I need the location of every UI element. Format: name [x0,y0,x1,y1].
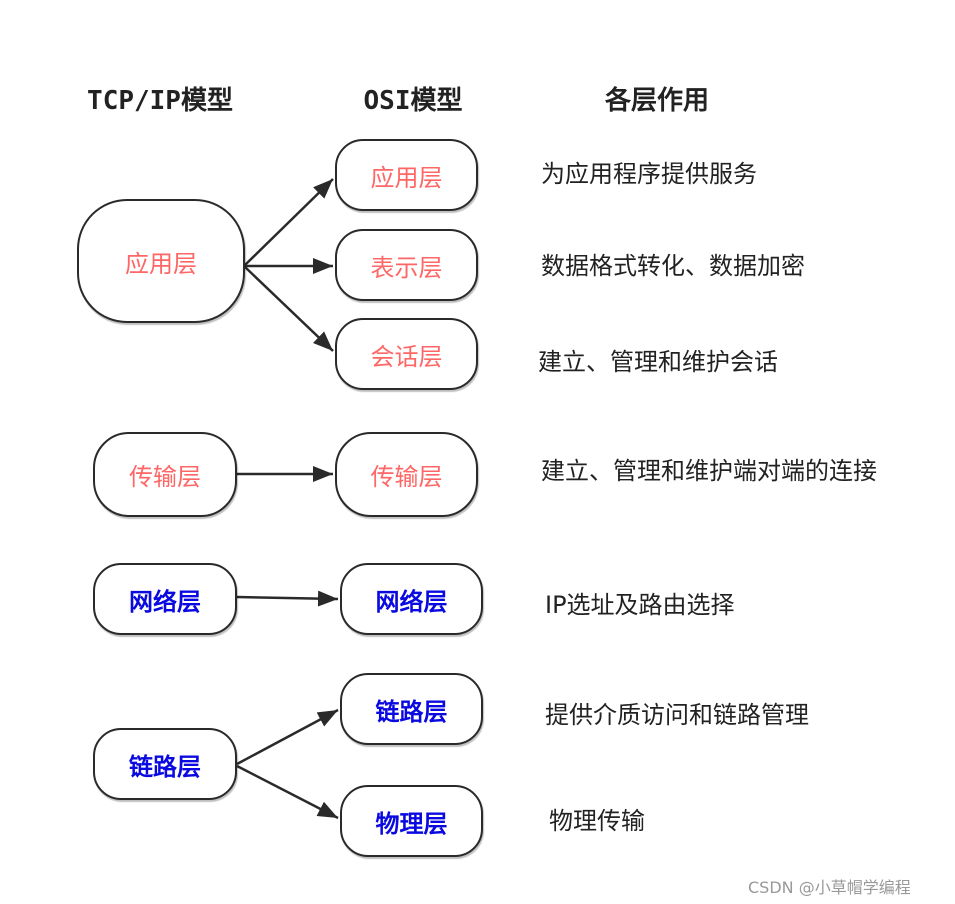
arrow-link-to-link [236,708,339,766]
arrow-app-to-session [244,266,334,352]
tcpip-network-layer: 网络层 [93,563,237,635]
desc-presentation: 数据格式转化、数据加密 [541,252,805,280]
osi-transport-layer: 传输层 [335,432,478,517]
header-osi: OSI模型 [363,86,463,116]
desc-transport: 建立、管理和维护端对端的连接 [541,457,877,485]
desc-network: IP选址及路由选择 [545,591,735,619]
osi-presentation-layer: 表示层 [335,229,478,301]
arrow-network [236,590,339,607]
arrow-link-to-physical [236,764,339,820]
osi-session-layer: 会话层 [335,318,478,390]
header-tcpip: TCP/IP模型 [87,86,233,116]
osi-link-layer: 链路层 [340,673,483,745]
osi-physical-layer: 物理层 [340,785,483,857]
desc-application: 为应用程序提供服务 [541,160,757,188]
tcpip-application-layer: 应用层 [77,199,245,323]
osi-network-layer: 网络层 [340,563,483,635]
desc-physical: 物理传输 [549,807,645,835]
osi-application-layer: 应用层 [335,139,478,211]
tcpip-transport-layer: 传输层 [93,432,237,517]
arrow-app-to-app [244,178,334,266]
desc-session: 建立、管理和维护会话 [538,348,778,376]
tcpip-link-layer: 链路层 [93,728,237,800]
header-role: 各层作用 [604,86,710,116]
watermark: CSDN @小草帽学编程 [748,878,911,897]
desc-link: 提供介质访问和链路管理 [545,701,809,729]
